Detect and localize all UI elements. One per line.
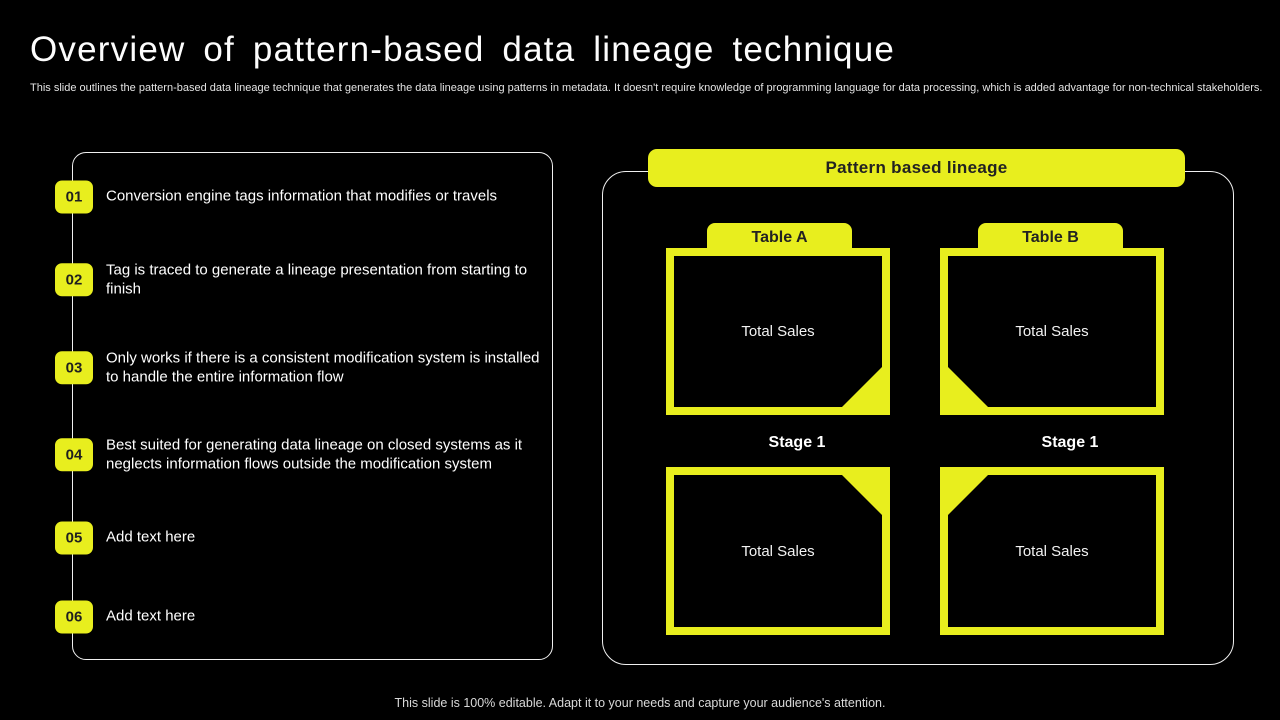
step-number-badge: 04 bbox=[55, 438, 93, 472]
table-a-top-card-label: Total Sales bbox=[674, 256, 882, 407]
steps-panel bbox=[72, 152, 553, 660]
page-title: Overview of pattern-based data lineage t… bbox=[30, 30, 896, 69]
table-a-bottom-card-label: Total Sales bbox=[674, 475, 882, 627]
step-item-02: 02 Tag is traced to generate a lineage p… bbox=[55, 261, 554, 299]
step-number-badge: 05 bbox=[55, 521, 93, 555]
step-number-badge: 03 bbox=[55, 351, 93, 385]
stage-label-a: Stage 1 bbox=[768, 434, 826, 451]
table-b-top-card: Total Sales bbox=[940, 248, 1164, 415]
step-number-badge: 02 bbox=[55, 263, 93, 297]
step-number-badge: 06 bbox=[55, 600, 93, 634]
step-item-01: 01 Conversion engine tags information th… bbox=[55, 180, 554, 214]
step-item-05: 05 Add text here bbox=[55, 521, 554, 555]
table-a-bottom-card: Total Sales bbox=[666, 467, 890, 635]
step-text: Only works if there is a consistent modi… bbox=[106, 349, 540, 385]
step-text: Best suited for generating data lineage … bbox=[106, 436, 523, 472]
step-text: Tag is traced to generate a lineage pres… bbox=[106, 261, 528, 297]
table-a-top-card: Total Sales bbox=[666, 248, 890, 415]
step-text: Add text here bbox=[106, 528, 196, 546]
table-b-bottom-card: Total Sales bbox=[940, 467, 1164, 635]
table-b-top-card-label: Total Sales bbox=[948, 256, 1156, 407]
step-number-badge: 01 bbox=[55, 180, 93, 214]
step-text: Conversion engine tags information that … bbox=[106, 187, 498, 205]
step-item-04: 04 Best suited for generating data linea… bbox=[55, 436, 554, 474]
slide-footer-note: This slide is 100% editable. Adapt it to… bbox=[394, 696, 886, 710]
stage-label-b: Stage 1 bbox=[1041, 434, 1099, 451]
page-subtitle: This slide outlines the pattern-based da… bbox=[30, 82, 1263, 94]
step-item-06: 06 Add text here bbox=[55, 600, 554, 634]
step-item-03: 03 Only works if there is a consistent m… bbox=[55, 349, 554, 387]
table-b-bottom-card-label: Total Sales bbox=[948, 475, 1156, 627]
step-text: Add text here bbox=[106, 607, 196, 625]
diagram-title: Pattern based lineage bbox=[648, 149, 1185, 187]
